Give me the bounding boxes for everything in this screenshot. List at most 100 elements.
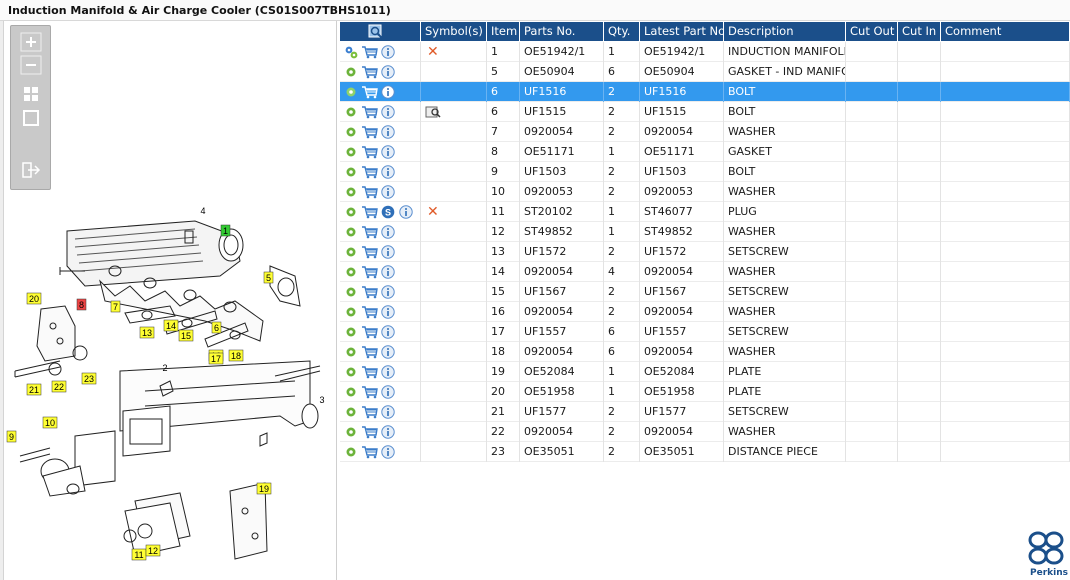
zoom-in-icon[interactable] bbox=[20, 32, 42, 52]
info-icon[interactable] bbox=[381, 345, 395, 359]
callout-21[interactable]: 21 bbox=[26, 383, 42, 396]
info-icon[interactable] bbox=[399, 205, 413, 219]
close-icon[interactable]: ✕ bbox=[427, 44, 439, 60]
column-header-description[interactable]: Description bbox=[724, 22, 846, 41]
fit-window-icon[interactable] bbox=[20, 108, 42, 128]
callout-8[interactable]: 8 bbox=[76, 298, 87, 311]
callout-13[interactable]: 13 bbox=[139, 326, 155, 339]
callout-1[interactable]: 1 bbox=[220, 224, 231, 237]
callout-18[interactable]: 18 bbox=[228, 349, 244, 362]
cart-icon[interactable] bbox=[361, 145, 378, 159]
info-icon[interactable] bbox=[381, 105, 395, 119]
cart-icon[interactable] bbox=[361, 245, 378, 259]
gear-icon[interactable] bbox=[344, 445, 358, 459]
cart-icon[interactable] bbox=[361, 325, 378, 339]
info-icon[interactable] bbox=[381, 45, 395, 59]
export-icon[interactable] bbox=[20, 160, 42, 180]
gear-icon[interactable] bbox=[344, 45, 358, 59]
callout-10[interactable]: 10 bbox=[42, 416, 58, 429]
cart-icon[interactable] bbox=[361, 305, 378, 319]
cart-icon[interactable] bbox=[361, 225, 378, 239]
diagram-pane[interactable]: 1 2 3 4 5 6 7 8 9 10 11 12 13 14 15 16 1… bbox=[0, 21, 337, 580]
column-header-symbols[interactable]: Symbol(s) bbox=[421, 22, 487, 41]
gear-icon[interactable] bbox=[344, 325, 358, 339]
info-icon[interactable] bbox=[381, 305, 395, 319]
cart-icon[interactable] bbox=[361, 45, 378, 59]
callout-20[interactable]: 20 bbox=[26, 292, 42, 305]
cart-icon[interactable] bbox=[361, 165, 378, 179]
column-header-latest-part-no[interactable]: Latest Part No. bbox=[640, 22, 724, 41]
gear-icon[interactable] bbox=[344, 85, 358, 99]
cart-icon[interactable] bbox=[361, 205, 378, 219]
gear-icon[interactable] bbox=[344, 405, 358, 419]
supersession-icon[interactable]: S bbox=[381, 205, 395, 219]
callout-3[interactable]: 3 bbox=[319, 395, 324, 405]
cart-icon[interactable] bbox=[361, 365, 378, 379]
info-icon[interactable] bbox=[381, 325, 395, 339]
fit-all-icon[interactable] bbox=[20, 84, 42, 104]
gear-icon[interactable] bbox=[344, 105, 358, 119]
gear-icon[interactable] bbox=[344, 185, 358, 199]
info-icon[interactable] bbox=[381, 165, 395, 179]
gear-icon[interactable] bbox=[344, 425, 358, 439]
callout-19[interactable]: 19 bbox=[256, 482, 272, 495]
gear-icon[interactable] bbox=[344, 65, 358, 79]
cart-icon[interactable] bbox=[361, 265, 378, 279]
callout-2[interactable]: 2 bbox=[162, 363, 167, 373]
column-header-cut-in[interactable]: Cut In bbox=[898, 22, 941, 41]
column-header-item[interactable]: Item bbox=[487, 22, 520, 41]
cart-icon[interactable] bbox=[361, 405, 378, 419]
close-icon[interactable]: ✕ bbox=[427, 204, 439, 220]
column-header-icons[interactable] bbox=[340, 22, 421, 41]
cart-icon[interactable] bbox=[361, 125, 378, 139]
info-icon[interactable] bbox=[381, 285, 395, 299]
gear-icon[interactable] bbox=[344, 385, 358, 399]
cart-icon[interactable] bbox=[361, 185, 378, 199]
info-icon[interactable] bbox=[381, 85, 395, 99]
callout-9[interactable]: 9 bbox=[6, 430, 17, 443]
gear-icon[interactable] bbox=[344, 245, 358, 259]
info-icon[interactable] bbox=[381, 65, 395, 79]
callout-23[interactable]: 23 bbox=[81, 372, 97, 385]
cart-icon[interactable] bbox=[361, 385, 378, 399]
callout-7[interactable]: 7 bbox=[110, 300, 121, 313]
cart-icon[interactable] bbox=[361, 285, 378, 299]
callout-11[interactable]: 11 bbox=[131, 548, 147, 561]
info-icon[interactable] bbox=[381, 185, 395, 199]
gear-icon[interactable] bbox=[344, 345, 358, 359]
column-header-cut-out[interactable]: Cut Out bbox=[846, 22, 898, 41]
info-icon[interactable] bbox=[381, 265, 395, 279]
gear-icon[interactable] bbox=[344, 205, 358, 219]
info-icon[interactable] bbox=[381, 225, 395, 239]
info-icon[interactable] bbox=[381, 445, 395, 459]
cart-icon[interactable] bbox=[361, 85, 378, 99]
gear-icon[interactable] bbox=[344, 265, 358, 279]
column-header-part-no[interactable]: Parts No. bbox=[520, 22, 604, 41]
gear-icon[interactable] bbox=[344, 165, 358, 179]
cart-icon[interactable] bbox=[361, 65, 378, 79]
gear-icon[interactable] bbox=[344, 125, 358, 139]
gear-icon[interactable] bbox=[344, 145, 358, 159]
book-search-icon[interactable] bbox=[425, 105, 441, 119]
info-icon[interactable] bbox=[381, 245, 395, 259]
gear-icon[interactable] bbox=[344, 365, 358, 379]
callout-5[interactable]: 5 bbox=[263, 271, 274, 284]
callout-15[interactable]: 15 bbox=[178, 329, 194, 342]
info-icon[interactable] bbox=[381, 125, 395, 139]
